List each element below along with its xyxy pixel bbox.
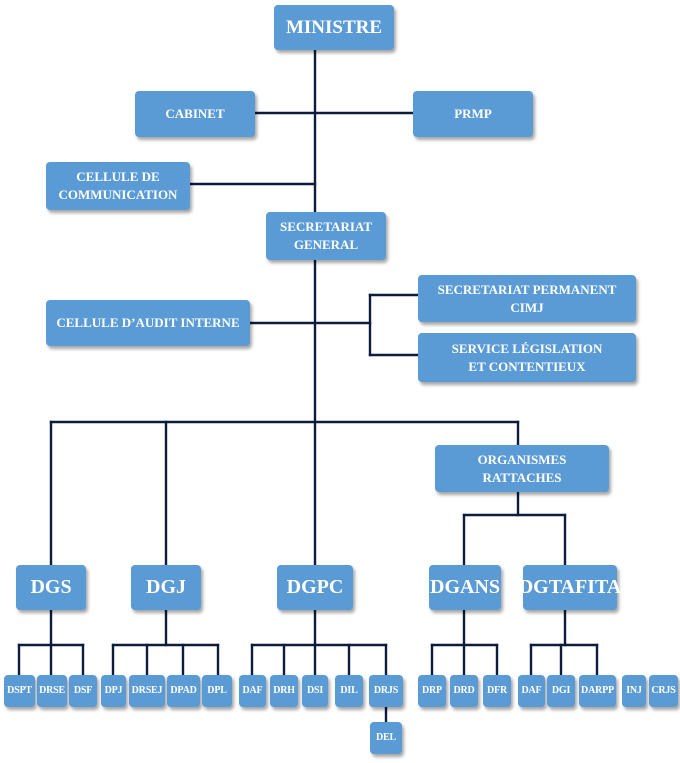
dgpc-unit-box: DRJS <box>369 675 403 707</box>
dgpc-unit-box: DAF <box>239 675 266 707</box>
dgj-unit-box: DRSEJ <box>129 675 165 707</box>
secretariat-general-box: SECRETARIAT GENERAL <box>266 212 386 260</box>
dgs-unit-box: DSF <box>69 675 97 707</box>
cabinet-box: CABINET <box>135 91 255 137</box>
prmp-box: PRMP <box>413 91 533 137</box>
direction-dgpc-box: DGPC <box>277 565 353 610</box>
standalone-unit-box: CRJS <box>649 675 678 707</box>
direction-dgj-box: DGJ <box>131 565 201 610</box>
dgtafita-unit-box: DAF <box>518 675 545 707</box>
dgpc-unit-box: DIL <box>335 675 363 707</box>
dgtafita-unit-box: DGI <box>547 675 575 707</box>
dgpc-unit-box: DRH <box>270 675 298 707</box>
service-legislation-box: SERVICE LÉGISLATION ET CONTENTIEUX <box>418 333 636 382</box>
dgans-unit-box: DRP <box>418 675 446 707</box>
cellule-audit-box: CELLULE D’AUDIT INTERNE <box>46 300 250 346</box>
secretariat-permanent-box: SECRETARIAT PERMANENT CIMJ <box>418 275 636 322</box>
dgj-unit-box: DPJ <box>101 675 126 707</box>
ministre-box: MINISTRE <box>274 5 394 50</box>
drjs-sub-unit-box: DEL <box>370 722 402 754</box>
dgans-unit-box: DRD <box>450 675 478 707</box>
cellule-communication-box: CELLULE DE COMMUNICATION <box>46 162 190 210</box>
direction-dgs-box: DGS <box>16 565 86 610</box>
direction-dgans-box: DGANS <box>429 565 501 610</box>
dgj-unit-box: DPAD <box>167 675 200 707</box>
standalone-unit-box: INJ <box>622 675 646 707</box>
dgs-unit-box: DRSE <box>37 675 67 707</box>
dgtafita-unit-box: DARPP <box>579 675 616 707</box>
dgs-unit-box: DSPT <box>4 675 35 707</box>
direction-dgtafita-box: DGTAFITA <box>519 565 621 610</box>
dgans-unit-box: DFR <box>483 675 511 707</box>
dgpc-unit-box: DSI <box>302 675 328 707</box>
organismes-rattaches-box: ORGANISMES RATTACHES <box>435 445 609 492</box>
dgj-unit-box: DPL <box>202 675 232 707</box>
